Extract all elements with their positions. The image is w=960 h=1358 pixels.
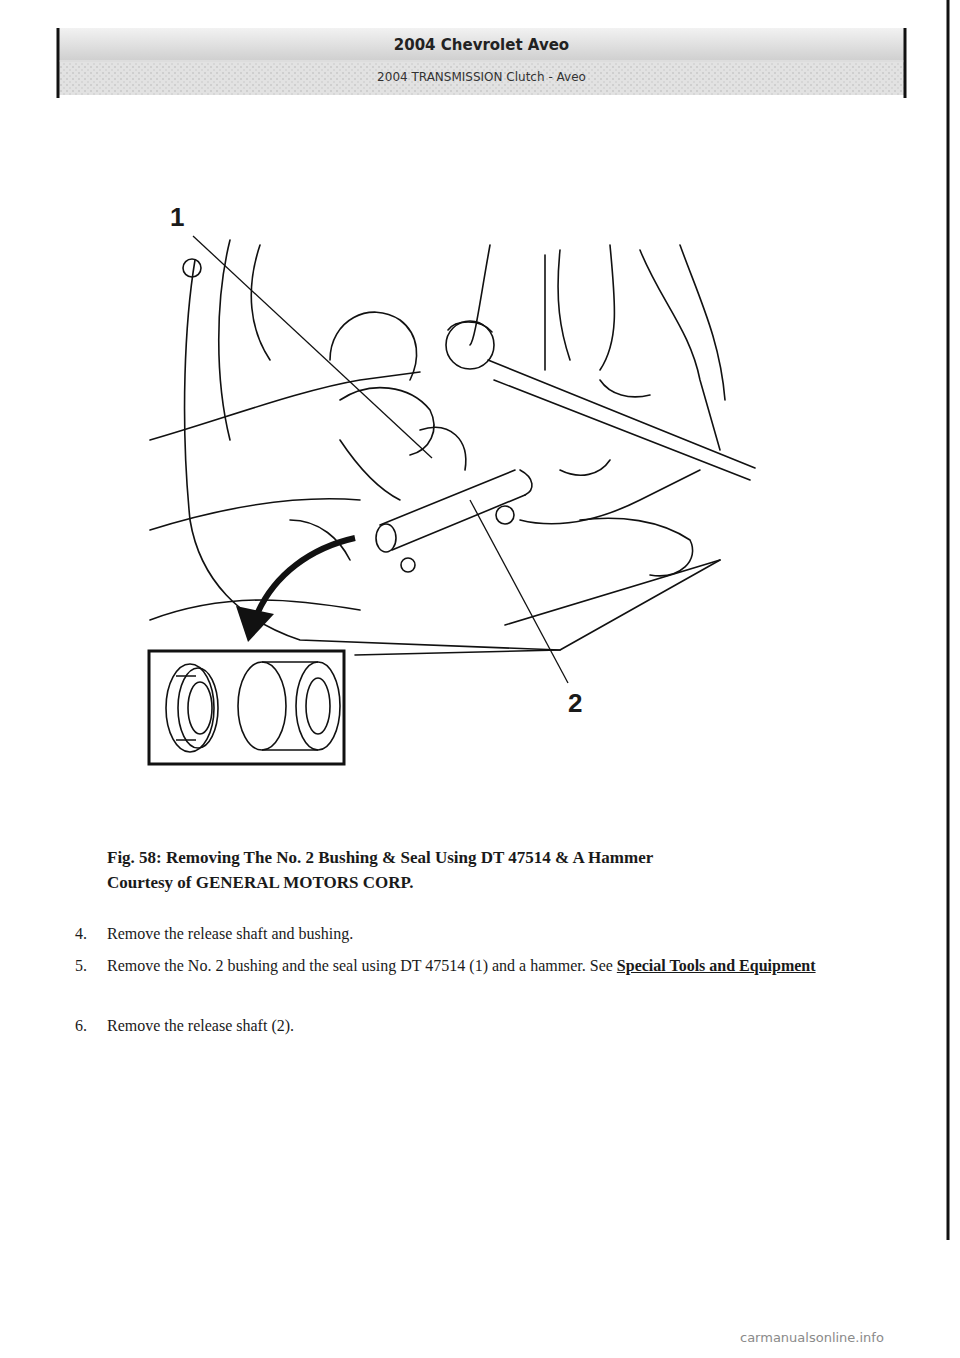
watermark-box: carmanualsonline.info (740, 1330, 940, 1345)
step-number-box: 4. (75, 920, 105, 948)
callout-number: 1 (170, 202, 184, 232)
inset-parts (149, 651, 344, 764)
step-number-box: 5. (75, 952, 105, 980)
watermark: carmanualsonline.info (740, 1330, 884, 1345)
callout-number: 2 (568, 688, 582, 718)
direction-arrow (236, 538, 355, 642)
section-title-box: 2004 TRANSMISSION Clutch - Aveo (58, 70, 905, 84)
step-number-box: 6. (75, 1012, 105, 1040)
step-text-box: Remove the release shaft and bushing. (107, 920, 907, 948)
figure-caption: Fig. 58: Removing The No. 2 Bushing & Se… (107, 848, 907, 868)
step-text-box: Remove the No. 2 bushing and the seal us… (107, 952, 907, 980)
leader-lines (193, 236, 568, 683)
reference-link: Special Tools and Equipment (617, 957, 816, 974)
step-text: Remove the release shaft (2). (107, 1017, 294, 1034)
section-title: 2004 TRANSMISSION Clutch - Aveo (377, 70, 586, 84)
step-text: Remove the No. 2 bushing and the seal us… (107, 957, 613, 974)
page-header (58, 28, 905, 98)
step-number: 5. (75, 957, 87, 974)
page-border (947, 0, 950, 1240)
courtesy-line: Courtesy of GENERAL MOTORS CORP. (107, 873, 414, 892)
step-number: 4. (75, 925, 87, 942)
step-text: Remove the release shaft and bushing. (107, 925, 353, 942)
callout-number-box: 2 (568, 688, 598, 719)
transmission-drawing (150, 240, 755, 655)
step-text-box: Remove the release shaft (2). (107, 1012, 907, 1040)
step-number: 6. (75, 1017, 87, 1034)
courtesy-line-box: Courtesy of GENERAL MOTORS CORP. (107, 873, 907, 893)
page-title: 2004 Chevrolet Aveo (58, 36, 905, 54)
callout-number-box: 1 (170, 202, 200, 233)
